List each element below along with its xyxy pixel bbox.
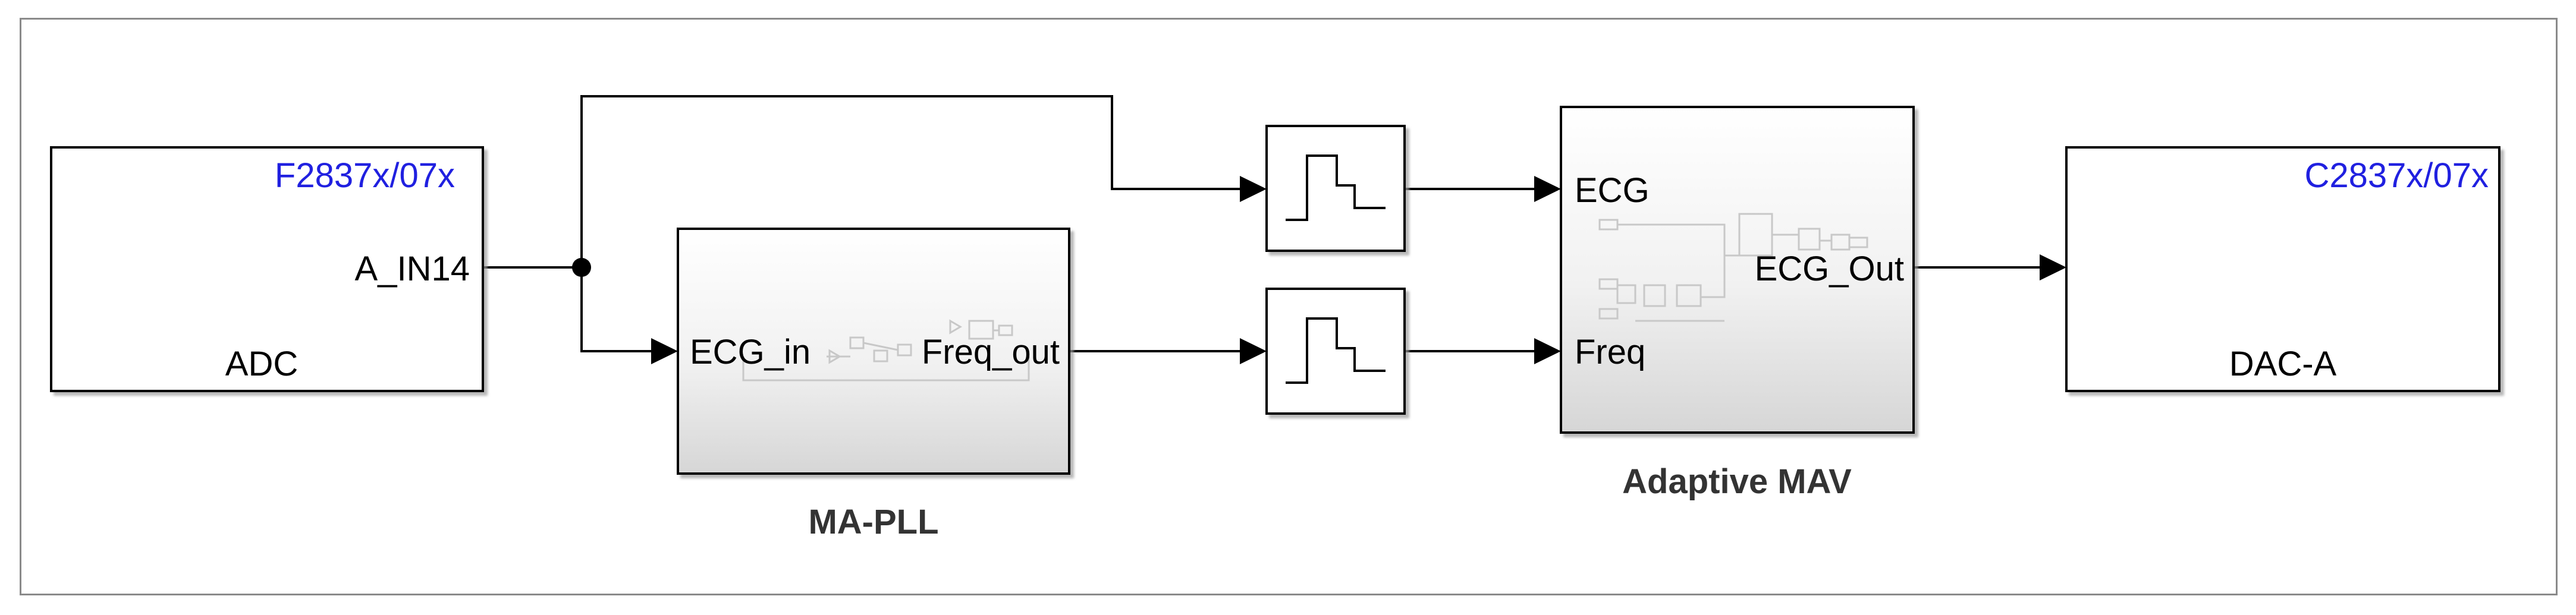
signal-branch-bottom[interactable] [580,267,660,352]
adaptive-mav-subsystem-block[interactable]: ECG Freq ECG_Out Adaptive MAV [1560,106,1915,501]
rate-transition-1[interactable] [1265,125,1406,252]
adaptive-mav-name-label: Adaptive MAV [1622,462,1852,501]
adaptive-mav-preview [1598,213,1868,322]
arrowhead-rt2 [1240,338,1267,364]
dac-block[interactable]: C2837x/07x DAC-A [2065,146,2500,392]
dac-name-label: DAC-A [2229,345,2337,383]
rate-transition-icon [1286,317,1386,384]
arrowhead-ecg-in [1534,176,1561,202]
dac-target-label: C2837x/07x [2304,156,2489,195]
ma-pll-subsystem-block[interactable]: ECG_in Freq_out MA-PLL [677,228,1070,541]
ma-pll-preview [742,319,1030,381]
adc-block[interactable]: F2837x/07x A_IN14 ADC [50,146,484,392]
adc-target-label: F2837x/07x [275,156,455,195]
adc-port-out-label: A_IN14 [355,250,470,288]
arrowhead-dac-in [2040,254,2066,280]
arrowhead-freq-in [1534,338,1561,364]
arrowhead-mapll-in [651,338,678,364]
arrowheads [651,176,2066,364]
ma-pll-port-in-label: ECG_in [690,333,811,371]
adaptive-mav-port-in-1-label: ECG [1575,171,1650,210]
ma-pll-port-out-label: Freq_out [922,333,1060,371]
adaptive-mav-port-in-2-label: Freq [1575,333,1645,371]
ma-pll-name-label: MA-PLL [808,503,938,541]
rate-transition-icon [1286,154,1386,221]
adaptive-mav-port-out-label: ECG_Out [1755,250,1904,288]
rate-transition-2[interactable] [1265,288,1406,415]
adc-name-label: ADC [225,345,298,383]
signal-lines [483,95,2040,352]
signal-branch-top[interactable] [580,95,1240,267]
arrowhead-rt1 [1240,176,1267,202]
branch-point[interactable] [572,258,591,277]
